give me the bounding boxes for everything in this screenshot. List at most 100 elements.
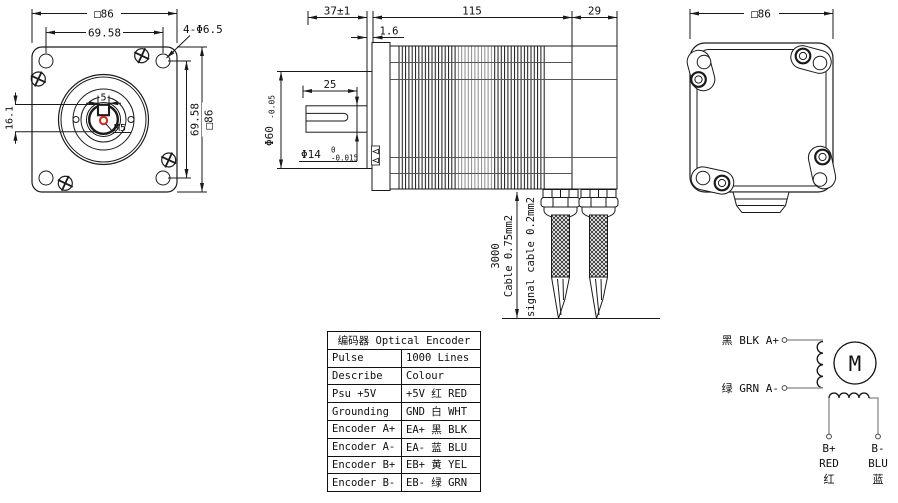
cable-gland	[540, 189, 581, 219]
table-row: Grounding GND 白 WHT	[327, 402, 481, 421]
table-cell-value: EA+ 黑 BLK	[401, 419, 481, 439]
table-cell-value: EA- 蓝 BLU	[401, 437, 481, 457]
table-row: Encoder B- EB- 绿 GRN	[327, 473, 481, 493]
screw-icon	[30, 71, 47, 87]
table-row: Encoder A- EA- 蓝 BLU	[327, 437, 481, 457]
mounting-hole	[38, 170, 54, 186]
terminal	[781, 337, 788, 343]
shaft	[305, 105, 368, 133]
side-view: 37±1 115 29 1.6 25 Φ14 0 -0.015 Φ60 -0.0…	[263, 5, 660, 319]
screw-icon	[133, 47, 150, 64]
table-cell-label: Encoder A-	[327, 437, 402, 457]
front-plate	[371, 42, 391, 191]
pilot-circle-inner	[60, 76, 147, 163]
dim-label-hole-spacing-h: 69.58	[88, 27, 121, 40]
dowel-hole	[127, 116, 135, 123]
dim-label-hole-spacing-v: 69.58	[189, 103, 202, 136]
b-minus-color-cn: 蓝	[873, 473, 884, 486]
table-cell-value: 1000 Lines	[401, 348, 481, 368]
table-cell-value: EB- 绿 GRN	[401, 473, 481, 493]
table-row: Encoder A+ EA+ 黑 BLK	[327, 419, 481, 439]
center-tap-hole	[98, 115, 109, 126]
signal-cable-label: signal cable 0.2mm2	[525, 197, 537, 317]
pilot-circle	[57, 73, 150, 166]
wire	[869, 397, 879, 434]
terminal	[826, 433, 832, 440]
terminal	[781, 385, 788, 391]
dim-label-shaft-diameter: Φ14	[301, 148, 321, 161]
m5-label: M5	[114, 123, 126, 134]
power-cable-label: Cable 0.75mm2	[503, 215, 515, 297]
signal-cable	[588, 214, 609, 319]
dim-label-rear-length: 29	[588, 5, 601, 18]
table-cell-value: +5V 红 RED	[401, 384, 481, 404]
cable-gland	[578, 189, 619, 219]
encoder-table: 编码器 Optical Encoder Pulse 1000 Lines Des…	[327, 331, 481, 493]
dim-label-pilot-depth: 1.6	[380, 26, 399, 38]
rear-view: □86	[686, 7, 837, 213]
table-cell-label: Encoder A+	[327, 419, 402, 439]
table-row: Encoder B+ EB+ 黄 YEL	[327, 455, 481, 475]
dim-label-cable-length: 3000	[490, 243, 502, 268]
table-cell-label: Encoder B+	[327, 455, 402, 475]
table-cell-value: Colour	[401, 366, 481, 386]
table-cell-label: Encoder B-	[327, 473, 402, 493]
surface-finish-mark	[371, 145, 381, 166]
mounting-hole	[812, 172, 828, 187]
dim-label-rear-width: □86	[751, 8, 771, 21]
mounting-hole	[695, 170, 711, 186]
dim-label-shaft-tol-upper: 0	[331, 146, 336, 155]
table-cell-label: Grounding	[327, 402, 402, 421]
dim-label-pilot-tolerance: -0.05	[268, 95, 277, 119]
holes-callout: 4-Φ6.5	[183, 23, 223, 36]
rear-body-outline	[696, 49, 827, 187]
dim-label-key-offset: 16.1	[5, 106, 16, 130]
dim-label-front-height: □86	[203, 110, 216, 130]
terminal	[875, 433, 881, 440]
phase-b-coil	[828, 392, 870, 399]
b-plus-color-cn: 红	[824, 473, 835, 486]
shaft-chamfer-circle	[86, 102, 121, 137]
front-view: M5 □86 69.58 4-Φ6.5 16.1 5	[5, 7, 223, 193]
dim-label-shaft-tol-lower: -0.015	[331, 154, 358, 163]
screw-icon	[794, 47, 812, 65]
dim-label-keyway-length: 25	[324, 79, 337, 91]
mounting-hole	[38, 53, 54, 69]
b-plus-label: B+	[822, 442, 836, 455]
power-cable	[550, 214, 571, 319]
motor-symbol-circle	[833, 341, 877, 385]
table-cell-value: GND 白 WHT	[401, 402, 481, 421]
table-cell-label: Describe	[327, 366, 402, 386]
table-cell-value: EB+ 黄 YEL	[401, 455, 481, 475]
phase-a-minus-label: 绿 GRN A-	[722, 381, 779, 395]
screw-icon	[814, 148, 831, 166]
table-cell-label: Psu +5V	[327, 384, 402, 404]
front-flange-outline	[31, 46, 178, 193]
phase-a-coil	[816, 340, 824, 389]
wiring-diagram: 黑 BLK A+ 绿 GRN A- M B+ RED 红 B- BLU 蓝	[722, 334, 888, 486]
keyway-slot	[96, 103, 111, 117]
dim-label-shaft-length: 37±1	[324, 5, 351, 18]
m5-leader	[105, 123, 131, 133]
gland-boss	[732, 191, 790, 213]
table-row: Pulse 1000 Lines	[327, 348, 481, 368]
dim-label-pilot-diameter: Φ60	[263, 126, 276, 146]
b-minus-color-en: BLU	[868, 457, 888, 470]
table-row: Describe Colour	[327, 366, 481, 386]
mounting-hole	[812, 55, 828, 71]
dim-label-front-width: □86	[94, 8, 114, 21]
table-row: Psu +5V +5V 红 RED	[327, 384, 481, 404]
b-minus-label: B-	[871, 442, 884, 455]
table-cell-label: Pulse	[327, 348, 402, 368]
shaft-keyway	[306, 112, 349, 122]
screw-icon	[160, 152, 177, 168]
screw-icon	[690, 71, 707, 88]
b-plus-color-en: RED	[819, 457, 839, 470]
motor-symbol-letter: M	[849, 352, 862, 376]
screw-icon	[713, 174, 731, 192]
fins-highlight	[457, 46, 493, 189]
dim-label-key-width: 5	[100, 93, 106, 104]
dim-label-body-length: 115	[462, 5, 482, 18]
